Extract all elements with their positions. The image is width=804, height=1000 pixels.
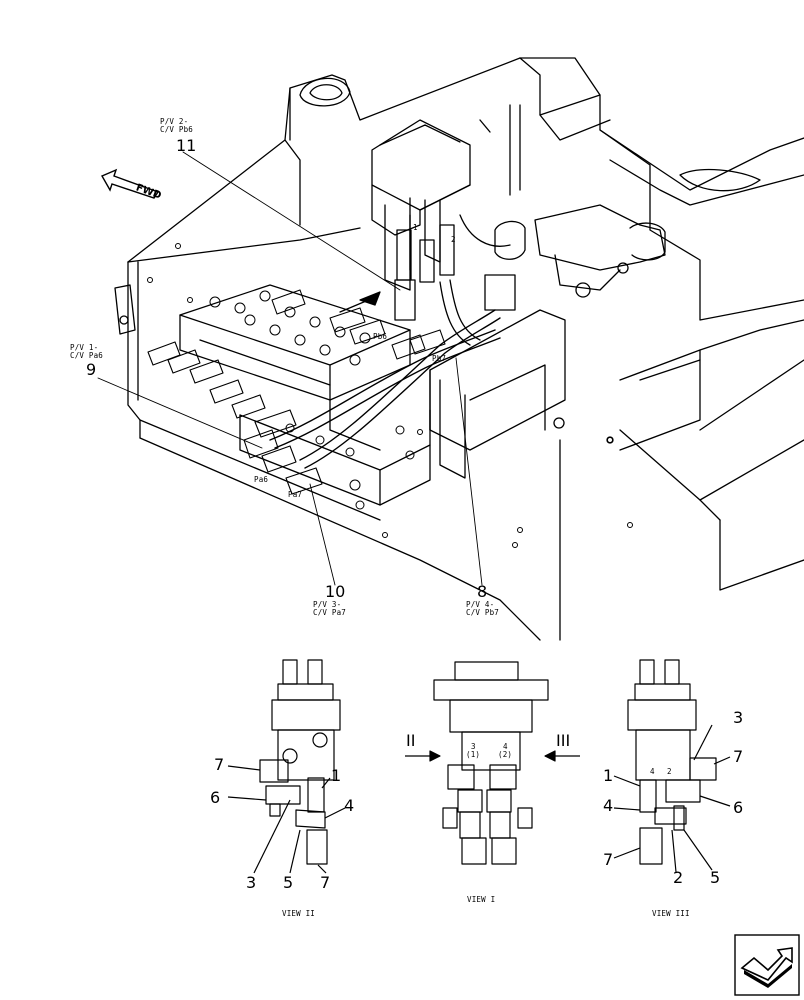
port-label-pb6: Pb6 xyxy=(373,332,388,341)
view-i-arrow-label-right: III xyxy=(556,731,571,750)
view-ii-callout-7-top: 7 xyxy=(214,755,225,774)
view-ii-callout-3: 3 xyxy=(246,873,257,892)
view-iii-callout-1: 1 xyxy=(603,766,614,785)
view-iii-port-4: 4 xyxy=(650,767,655,776)
callout-11-label-1: P/V 2- xyxy=(160,117,189,126)
callout-8-label-1: P/V 4- xyxy=(466,600,495,609)
port-label-pa7: Pa7 xyxy=(288,490,303,499)
view-ii-callout-4: 4 xyxy=(344,796,355,815)
port-label-pa6: Pa6 xyxy=(254,475,269,484)
view-ii-callout-7-bottom: 7 xyxy=(320,873,331,892)
view-i-port-2: (2) xyxy=(498,750,513,759)
view-i-caption: VIEW I xyxy=(467,895,496,904)
view-iii-port-2: 2 xyxy=(667,767,672,776)
view-iii-callout-7-bottom: 7 xyxy=(603,850,614,869)
navigation-arrow-icon[interactable] xyxy=(734,934,800,996)
view-i-port-4: 4 xyxy=(503,742,508,751)
callout-9-label-2: C/V Pa6 xyxy=(70,351,104,360)
fwd-arrow-icon: FWD xyxy=(101,168,163,200)
view-ii-caption: VIEW II xyxy=(282,909,316,918)
callout-8-label-2: C/V Pb7 xyxy=(466,608,500,617)
callout-9: 9 xyxy=(86,360,97,379)
callout-10-label-1: P/V 3- xyxy=(313,600,342,609)
view-i-port-1: (1) xyxy=(466,750,481,759)
callout-10-label-2: C/V Pa7 xyxy=(313,608,347,617)
port-label-pb7: Pb7 xyxy=(432,354,447,363)
view-i-drawing xyxy=(405,661,580,865)
view-ii-callout-1: 1 xyxy=(331,766,342,785)
callout-8: 8 xyxy=(477,582,488,601)
view-iii-drawing xyxy=(613,659,731,873)
view-iii-callout-4: 4 xyxy=(603,796,614,815)
callout-10: 10 xyxy=(325,582,346,601)
view-i-port-3: 3 xyxy=(471,742,476,751)
callout-9-label-1: P/V 1- xyxy=(70,343,99,352)
callout-11-label-2: C/V Pb6 xyxy=(160,125,194,134)
port-number-2: 2 xyxy=(451,235,456,244)
view-ii-drawing xyxy=(227,659,346,874)
view-ii-callout-6: 6 xyxy=(210,788,221,807)
view-iii-callout-6: 6 xyxy=(733,798,744,817)
view-iii-callout-5: 5 xyxy=(710,868,721,887)
view-iii-callout-7-top: 7 xyxy=(733,747,744,766)
callout-11: 11 xyxy=(176,136,197,155)
port-number-1: 1 xyxy=(413,223,418,232)
view-iii-callout-2: 2 xyxy=(673,868,684,887)
view-i-arrow-label-left: II xyxy=(406,731,416,750)
view-iii-callout-3: 3 xyxy=(733,708,744,727)
view-ii-callout-5: 5 xyxy=(283,873,294,892)
view-iii-caption: VIEW III xyxy=(652,909,690,918)
